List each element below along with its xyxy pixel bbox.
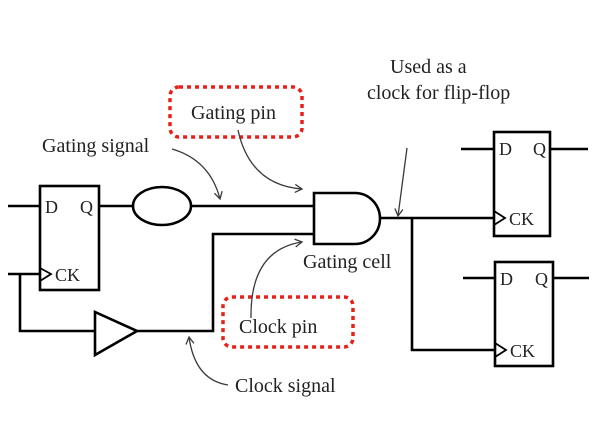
d-pin-label: D: [45, 197, 58, 217]
clock-signal-arrow: [185, 335, 229, 386]
sink-flip-flop-2: D Q CK: [463, 260, 589, 368]
used-as-label-line1: Used as a: [390, 56, 467, 78]
clock-pin-label: Clock pin: [239, 316, 317, 338]
q-pin-label: Q: [80, 197, 93, 217]
clock-pin-arrow: [250, 238, 304, 319]
clock-pin-highlight: [221, 295, 355, 349]
ck-pin-label: CK: [55, 265, 80, 285]
clock-signal-label: Clock signal: [235, 375, 336, 397]
source-flip-flop: D Q CK: [8, 184, 101, 292]
clock-branch-wire: [18, 274, 95, 333]
d-pin-label: D: [499, 139, 512, 159]
q-pin-label: Q: [535, 269, 548, 289]
clock-triangle-icon: [494, 342, 508, 358]
ck-pin-label: CK: [510, 341, 535, 361]
used-as-clock-arrow: [394, 147, 408, 218]
clock-signal-wire: [137, 232, 314, 333]
clock-triangle-icon: [493, 210, 507, 226]
clock-buffer-icon: [93, 309, 140, 358]
clock-triangle-icon: [39, 267, 53, 282]
gating-pin-label: Gating pin: [191, 102, 276, 124]
ck-pin-label: CK: [509, 209, 534, 229]
gating-signal-label: Gating signal: [42, 135, 150, 157]
used-as-label-line2: clock for flip-flop: [367, 82, 510, 104]
gated-clock-branch-wire: [410, 218, 495, 352]
q-pin-label: Q: [533, 139, 546, 159]
gating-cell-and-gate: [312, 191, 382, 246]
d-pin-label: D: [500, 269, 513, 289]
gating-pin-arrow: [237, 129, 304, 194]
gating-signal-arrow: [171, 148, 223, 201]
gating-cell-label: Gating cell: [303, 251, 392, 273]
combinational-logic-ellipse: [131, 185, 193, 227]
gating-pin-highlight: [168, 85, 304, 139]
sink-flip-flop-1: D Q CK: [461, 130, 588, 238]
